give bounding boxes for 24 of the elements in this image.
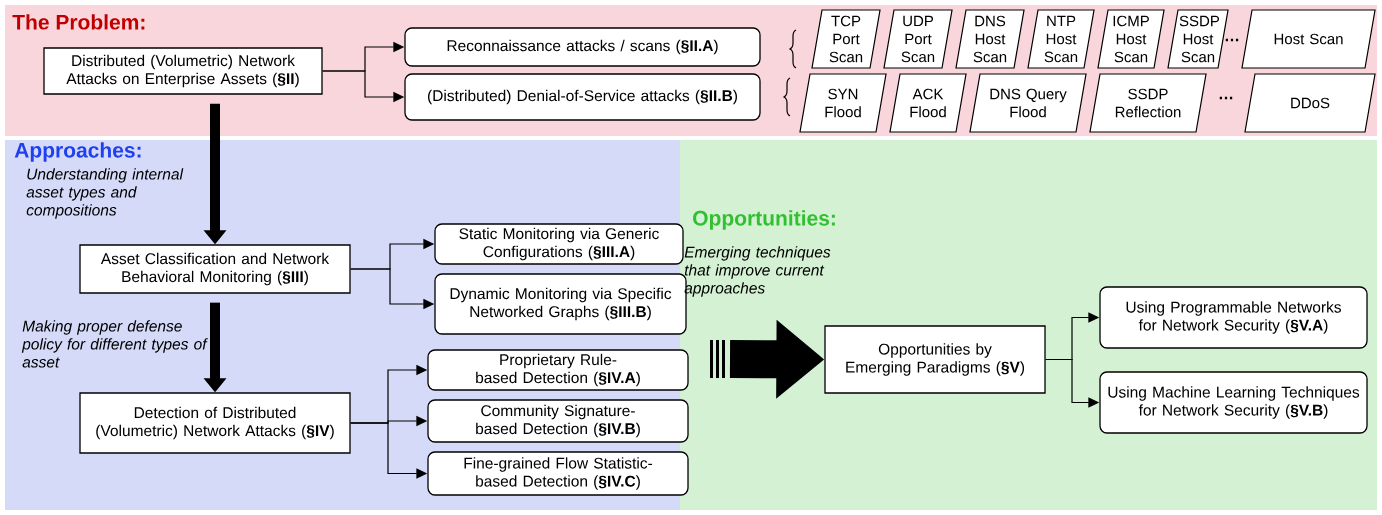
process-box: Opportunities by Emerging Paradigms (§V) — [824, 325, 1046, 394]
rounded-box: Proprietary Rule-based Detection (§IV.A) — [427, 349, 689, 391]
parallelogram-box: SSDP Reflection — [1089, 73, 1207, 133]
ellipsis: … — [1219, 96, 1233, 100]
rounded-box: Fine-grained Flow Statistic-based Detection (§IV.C) — [427, 451, 689, 496]
parallelogram-box: ICMP Host Scan — [1097, 9, 1165, 69]
edge-label: Making proper defense policy for different types of asset — [21, 320, 208, 368]
process-box: Distributed (Volumetric) Network Attacks on Enterprise Assets (§II) — [43, 47, 323, 95]
rounded-box: Community Signature-based Detection (§IV.B) — [427, 399, 689, 443]
rounded-box: Using Machine Learning Techniques for Network Security (§V.B) — [1099, 371, 1368, 434]
parallelogram-box: NTP Host Scan — [1027, 9, 1095, 69]
parallelogram-box: DNS Query Flood — [969, 73, 1087, 133]
rounded-box: (Distributed) Denial-of-Service attacks (§II.B) — [404, 73, 761, 121]
rounded-box: Reconnaissance attacks / scans (§II.A) — [404, 27, 761, 67]
rounded-box: Static Monitoring via Generic Configurations (§III.A) — [434, 223, 684, 265]
process-box: Detection of Distributed (Volumetric) Network Attacks (§IV) — [79, 392, 351, 454]
rounded-box: Using Programmable Networks for Network Security (§V.A) — [1099, 286, 1368, 349]
parallelogram-box: UDP Port Scan — [883, 9, 953, 69]
process-box: Asset Classification and Network Behavioral Monitoring (§III) — [79, 244, 351, 294]
parallelogram-box: DNS Host Scan — [955, 9, 1025, 69]
edge-label: Understanding internal asset types and compositions — [26, 168, 184, 219]
parallelogram-box: TCP Port Scan — [811, 9, 881, 69]
parallelogram-box: Host Scan — [1241, 9, 1376, 69]
parallelogram-box: DDoS — [1244, 73, 1376, 133]
